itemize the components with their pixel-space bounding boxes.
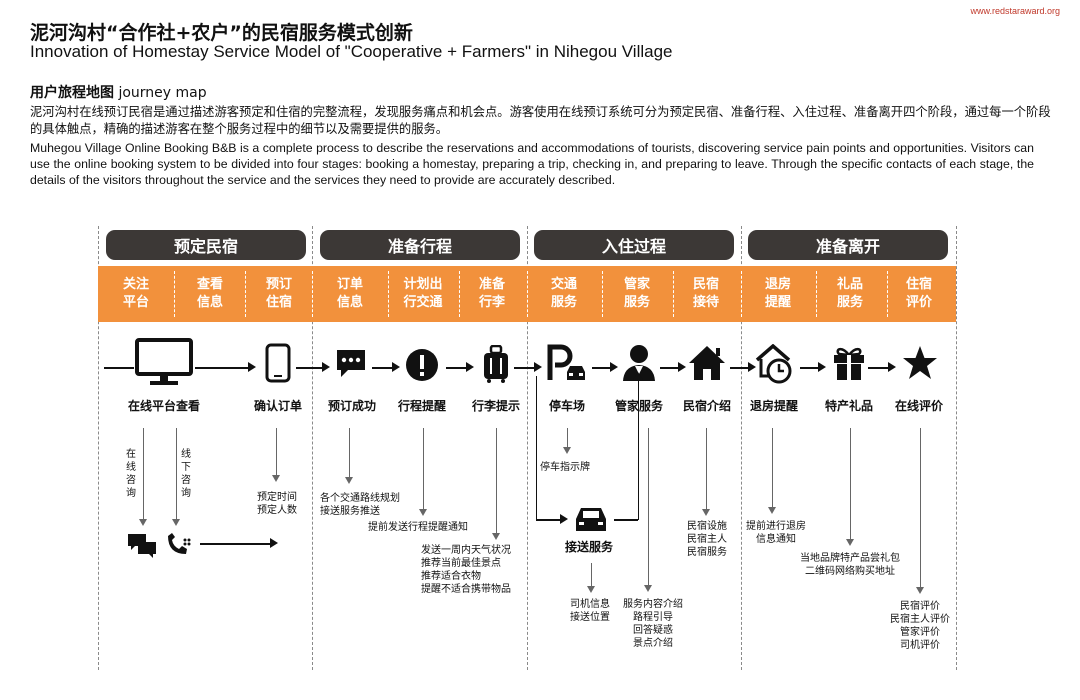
touchpoint: 订单信息 — [336, 277, 363, 310]
website-url: www.redstaraward.org — [970, 6, 1060, 16]
step-label: 预订成功 — [327, 399, 376, 413]
step-label: 在线评价 — [894, 399, 943, 413]
butler-detail: 服务内容介绍路程引导回答疑惑景点介绍 — [623, 599, 683, 649]
page-title-cn: 泥河沟村“合作社+农户”的民宿服务模式创新 — [30, 22, 413, 44]
online-consult-text: 在线咨询 — [126, 449, 136, 499]
touchpoint: 计划出行交通 — [403, 277, 443, 310]
section-heading: 用户旅程地图 journey map — [30, 82, 207, 102]
chat-icon — [337, 350, 365, 377]
pickup-label: 接送服务 — [565, 540, 614, 554]
offline-consult-text: 线下咨询 — [181, 449, 191, 499]
touchpoint: 预订住宿 — [265, 277, 292, 310]
monitor-icon — [135, 338, 193, 385]
stage-divider — [98, 226, 99, 670]
checkout-detail: 提前进行退房信息通知 — [746, 521, 806, 545]
home-icon — [689, 346, 725, 380]
speech-bubbles-icon — [128, 534, 156, 558]
stage-divider — [312, 226, 313, 670]
parking-guide-detail: 停车指示牌 — [540, 462, 590, 473]
page-title-en: Innovation of Homestay Service Model of … — [30, 42, 673, 61]
touchpoint: 准备行李 — [478, 277, 505, 310]
step-label: 退房提醒 — [749, 399, 798, 413]
touchpoint: 关注平台 — [122, 277, 149, 310]
phone-call-icon — [168, 533, 191, 554]
confirm-detail: 预定时间预定人数 — [257, 492, 297, 516]
home-detail: 民宿设施民宿主人民宿服务 — [687, 521, 727, 558]
touchpoint: 管家服务 — [623, 277, 650, 310]
gift-detail: 当地品牌特产品尝礼包二维码网络购买地址 — [800, 553, 900, 577]
touchpoint: 退房提醒 — [764, 277, 791, 310]
step-label: 管家服务 — [614, 399, 663, 413]
section-title-en: journey map — [118, 85, 207, 101]
stage-divider — [741, 226, 742, 670]
stage-booking: 预定民宿 — [106, 230, 306, 260]
step-label: 确认订单 — [253, 399, 302, 413]
star-icon — [903, 346, 937, 379]
step-label: 停车场 — [548, 399, 585, 413]
driver-detail: 司机信息接送位置 — [570, 599, 610, 623]
step-label: 特产礼品 — [824, 399, 873, 413]
stage-divider — [956, 226, 957, 670]
stage-divider — [527, 226, 528, 670]
alert-icon — [406, 349, 438, 381]
step-label: 行李提示 — [471, 399, 520, 413]
trip-notice-detail: 提前发送行程提醒通知 — [368, 522, 468, 533]
description-en: Muhegou Village Online Booking B&B is a … — [30, 141, 1034, 187]
description-cn: 泥河沟村在线预订民宿是通过描述游客预定和住宿的完整流程，发现服务痛点和机会点。游… — [30, 105, 1051, 136]
touchpoint: 交通服务 — [550, 277, 577, 310]
checkout-clock-icon — [755, 344, 792, 384]
touchpoint: 礼品服务 — [836, 277, 863, 310]
review-detail: 民宿评价民宿主人评价管家评价司机评价 — [890, 601, 950, 651]
stage-preparing-trip: 准备行程 — [320, 230, 520, 260]
gift-icon — [834, 347, 864, 380]
stage-leaving: 准备离开 — [748, 230, 948, 260]
touchpoint: 住宿评价 — [905, 277, 932, 310]
weather-detail: 发送一周内天气状况推荐当前最佳景点推荐适合衣物提醒不适合携带物品 — [421, 545, 511, 595]
parking-icon — [547, 344, 585, 380]
touchpoint: 民宿接待 — [692, 277, 719, 310]
car-icon — [576, 508, 606, 531]
phone-icon — [265, 343, 291, 383]
step-label: 在线平台查看 — [127, 399, 200, 413]
stage-check-in: 入住过程 — [534, 230, 734, 260]
luggage-icon — [484, 345, 508, 383]
section-title-cn: 用户旅程地图 — [30, 85, 114, 101]
touchpoint: 查看信息 — [196, 277, 223, 310]
step-label: 行程提醒 — [397, 399, 446, 413]
transport-detail: 各个交通路线规划接送服务推送 — [320, 493, 400, 517]
step-label: 民宿介绍 — [682, 399, 731, 413]
